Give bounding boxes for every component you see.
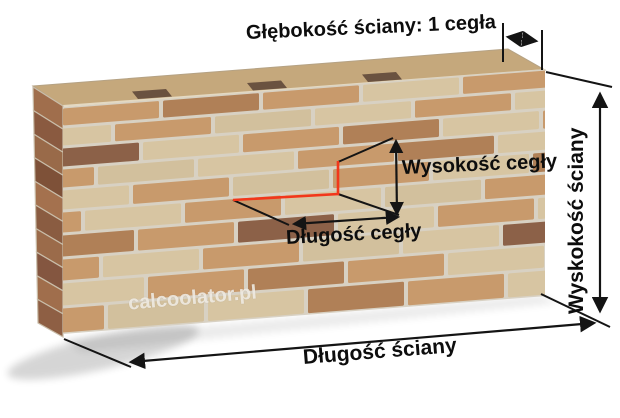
top-face-brick-notch	[132, 89, 172, 99]
brick	[298, 143, 394, 169]
brick	[443, 111, 539, 137]
side-brick-row	[36, 298, 64, 339]
brick	[303, 233, 399, 262]
brick	[485, 171, 545, 200]
brick	[103, 248, 199, 278]
brick	[415, 93, 511, 118]
brick	[333, 161, 429, 189]
brick	[163, 93, 259, 118]
brick	[263, 85, 359, 110]
brick	[433, 153, 529, 181]
wall-top-face	[31, 48, 547, 107]
brick	[438, 198, 534, 227]
brick	[115, 116, 211, 142]
brick	[515, 85, 545, 110]
brick	[233, 169, 329, 197]
brick	[208, 289, 304, 321]
brick	[98, 159, 194, 185]
brick	[385, 179, 481, 208]
brick	[463, 69, 545, 94]
brick	[138, 222, 234, 251]
brick	[403, 225, 499, 254]
brick	[143, 134, 239, 161]
depth-dimension	[502, 23, 543, 70]
brick	[243, 126, 339, 153]
brick-dimension-annotation	[232, 137, 404, 231]
brick	[185, 195, 281, 223]
height-dimension	[540, 71, 613, 328]
brick	[63, 230, 134, 259]
brick	[63, 101, 159, 126]
brick	[63, 256, 99, 286]
brick	[348, 253, 444, 283]
brick	[148, 269, 244, 299]
brick	[203, 241, 299, 270]
top-face-brick-notch	[362, 72, 402, 82]
top-face-brick-notch	[247, 80, 287, 91]
brick	[63, 185, 129, 212]
brick	[215, 109, 311, 134]
red-brick-outline	[232, 161, 340, 202]
brick	[63, 142, 139, 168]
wall-height-label: Wyskokość ściany	[565, 127, 588, 314]
brick	[63, 305, 104, 334]
brick	[363, 77, 459, 102]
brick	[343, 119, 439, 145]
brick	[398, 135, 494, 162]
length-dimension	[63, 315, 597, 370]
brick	[498, 127, 545, 154]
brick	[308, 281, 404, 314]
wall-front-face	[63, 69, 545, 334]
brick	[315, 101, 411, 126]
wall-side-face	[32, 85, 64, 339]
brick	[248, 261, 344, 291]
brick	[503, 217, 545, 246]
brick	[198, 151, 294, 177]
brick	[85, 203, 181, 231]
brick	[408, 273, 504, 306]
brick	[63, 124, 111, 150]
brick	[448, 245, 544, 276]
brick	[543, 103, 545, 129]
brick	[133, 177, 229, 204]
brick	[63, 277, 144, 307]
brick	[508, 266, 545, 298]
brick	[63, 167, 94, 193]
